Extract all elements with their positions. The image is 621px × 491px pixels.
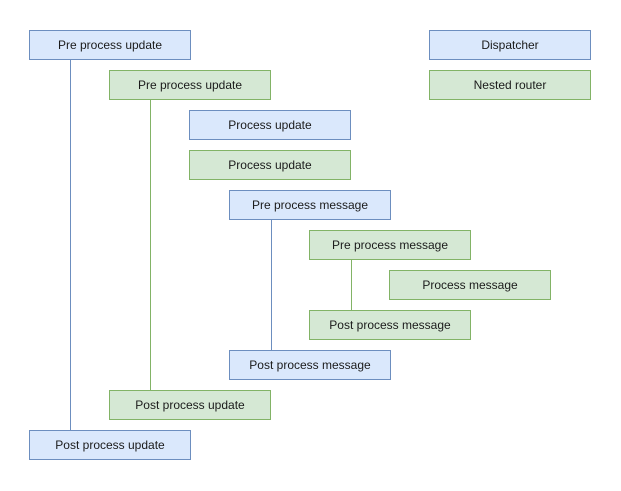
edge-pre-process-update-to-post-process-update [70,60,71,430]
legend-item-dispatcher: Dispatcher [429,30,591,60]
node-post-process-update-dispatcher[interactable]: Post process update [29,430,191,460]
node-label: Process update [228,118,312,132]
node-label: Post process message [249,358,371,372]
node-process-update-router[interactable]: Process update [189,150,351,180]
edge-router-pre-process-update-to-post-process-update [150,100,151,390]
edge-pre-process-message-to-post-process-message [271,220,272,350]
node-label: Pre process update [57,38,163,52]
node-process-message-router[interactable]: Process message [389,270,551,300]
legend-label: Nested router [473,78,547,92]
legend-item-nested-router: Nested router [429,70,591,100]
node-process-update-dispatcher[interactable]: Process update [189,110,351,140]
node-post-process-message-dispatcher[interactable]: Post process message [229,350,391,380]
node-label: Post process message [329,318,451,332]
node-label: Post process update [55,438,165,452]
node-pre-process-update-router[interactable]: Pre process update [109,70,271,100]
node-post-process-update-router[interactable]: Post process update [109,390,271,420]
node-pre-process-message-router[interactable]: Pre process message [309,230,471,260]
legend-label: Dispatcher [481,38,539,52]
node-pre-process-message-dispatcher[interactable]: Pre process message [229,190,391,220]
node-label: Post process update [135,398,245,412]
node-label: Pre process message [251,198,369,212]
edge-router-pre-process-message-to-post-process-message [351,260,352,310]
node-label: Process update [228,158,312,172]
node-label: Process message [422,278,518,292]
node-post-process-message-router[interactable]: Post process message [309,310,471,340]
node-pre-process-update-dispatcher[interactable]: Pre process update [29,30,191,60]
node-label: Pre process message [331,238,449,252]
node-label: Pre process update [137,78,243,92]
